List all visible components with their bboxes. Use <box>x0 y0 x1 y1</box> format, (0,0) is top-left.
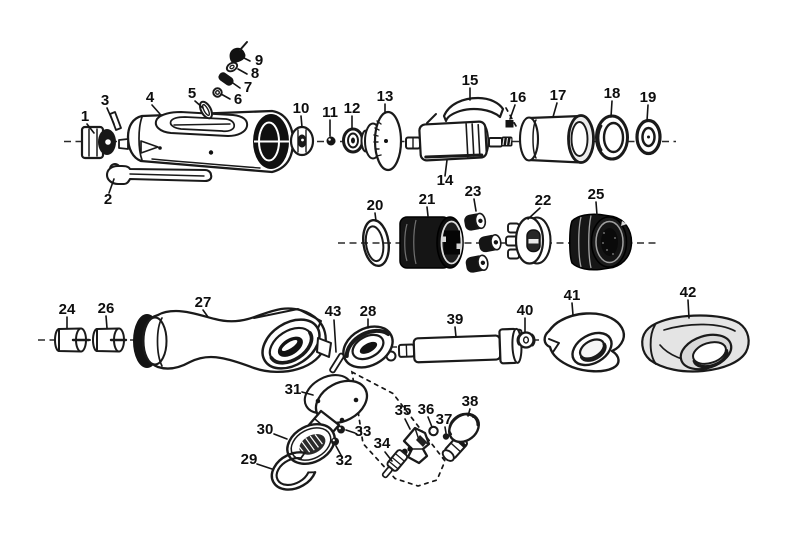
part-label-35: 35 <box>395 402 412 419</box>
part-3-pin <box>109 111 122 131</box>
part-13-front-end-plate <box>360 110 403 172</box>
part-30-ratchet-gear <box>286 423 336 465</box>
part-20-snap-ring <box>362 218 390 268</box>
part-label-11: 11 <box>322 104 338 121</box>
part-24-muffler <box>54 327 91 353</box>
part-label-31: 31 <box>285 381 302 398</box>
part-label-15: 15 <box>462 72 479 89</box>
dashed-detail-box <box>350 370 446 487</box>
part-label-42: 42 <box>680 284 697 301</box>
part-label-25: 25 <box>588 186 605 203</box>
part-label-16: 16 <box>510 89 527 106</box>
part-labels: 1 2 3 4 5 6 7 8 9 10 11 12 13 14 15 16 1… <box>59 52 697 469</box>
part-label-10: 10 <box>293 100 310 117</box>
part-4-housing <box>118 109 295 174</box>
part-14-rotor <box>405 113 513 162</box>
part-33-ball <box>337 425 345 434</box>
part-12-bearing <box>342 127 364 154</box>
part-5-o-ring <box>199 100 213 120</box>
part-label-40: 40 <box>517 302 534 319</box>
part-label-20: 20 <box>367 197 384 214</box>
part-label-34: 34 <box>374 435 391 452</box>
part-label-12: 12 <box>344 100 361 117</box>
part-36-ball <box>428 425 439 437</box>
part-label-38: 38 <box>462 393 479 410</box>
part-29-snap-ring <box>270 451 317 491</box>
part-19-bearing <box>635 118 662 156</box>
part-label-9: 9 <box>255 52 263 69</box>
part-label-28: 28 <box>360 303 377 320</box>
part-18-rear-end-plate <box>595 114 629 161</box>
part-label-2: 2 <box>104 191 112 208</box>
leader-lines <box>66 57 690 470</box>
part-label-14: 14 <box>437 172 454 189</box>
part-23-clutch-rollers <box>464 212 502 273</box>
part-26-muffler <box>92 327 128 353</box>
part-label-27: 27 <box>195 294 212 311</box>
part-37-ball <box>442 433 450 440</box>
part-label-3: 3 <box>101 92 109 109</box>
part-35-pawl <box>402 426 431 465</box>
part-15-rotor-vane <box>442 96 505 123</box>
part-8-washer <box>225 61 239 73</box>
part-label-8: 8 <box>251 65 259 82</box>
part-label-37: 37 <box>436 411 453 428</box>
part-label-6: 6 <box>234 91 242 108</box>
part-label-1: 1 <box>81 108 89 125</box>
part-27-ratchet-housing <box>133 307 332 374</box>
part-40-retainer <box>516 331 536 349</box>
part-7-valve-stem <box>218 72 234 86</box>
part-16-key <box>505 120 514 128</box>
part-22-clutch-spider <box>505 216 552 265</box>
part-label-33: 33 <box>355 423 372 440</box>
part-label-29: 29 <box>241 451 258 468</box>
part-28-bushing-ring <box>342 325 397 369</box>
part-label-13: 13 <box>377 88 394 105</box>
part-11-ball <box>326 136 336 146</box>
part-label-22: 22 <box>535 192 552 209</box>
part-label-43: 43 <box>325 303 342 320</box>
part-label-39: 39 <box>447 311 464 328</box>
part-34-detent-spring <box>381 448 409 479</box>
part-39-drive-bushing <box>397 327 523 365</box>
part-label-23: 23 <box>465 183 482 200</box>
part-label-17: 17 <box>550 87 567 104</box>
part-6-o-ring <box>212 87 223 98</box>
part-label-41: 41 <box>564 287 581 304</box>
part-label-36: 36 <box>418 401 435 418</box>
part-1-retainer-nut <box>80 125 116 160</box>
part-2-throttle-lever <box>105 163 213 186</box>
part-label-18: 18 <box>604 85 621 102</box>
part-label-24: 24 <box>59 301 76 318</box>
part-label-4: 4 <box>146 89 155 106</box>
part-42-boot <box>641 314 750 373</box>
part-17-cylinder <box>518 114 595 164</box>
part-label-19: 19 <box>640 89 657 106</box>
part-label-21: 21 <box>419 191 436 208</box>
part-label-26: 26 <box>98 300 115 317</box>
part-9-valve-cap <box>229 41 248 63</box>
part-41-yoke <box>543 312 625 373</box>
part-label-30: 30 <box>257 421 274 438</box>
part-21-clutch-housing <box>399 216 464 269</box>
part-32-ball <box>331 437 339 446</box>
part-label-32: 32 <box>336 452 353 469</box>
part-label-7: 7 <box>244 79 252 96</box>
part-10-nut <box>289 125 315 157</box>
part-43-spring-pin <box>329 352 345 374</box>
part-25-clutch-nut <box>569 213 633 271</box>
part-label-5: 5 <box>188 85 196 102</box>
